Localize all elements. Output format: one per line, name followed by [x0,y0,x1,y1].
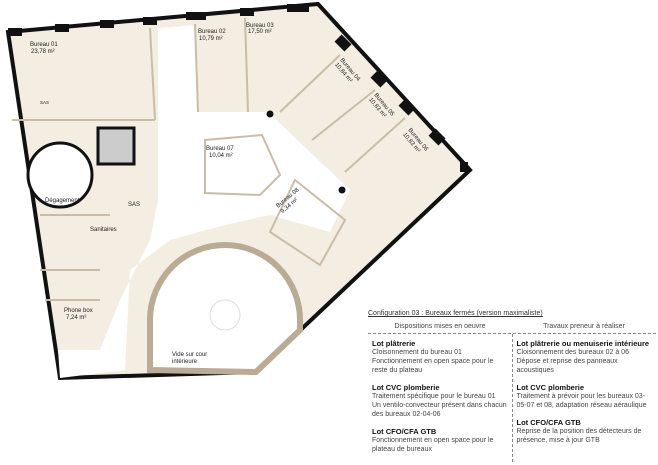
lot-line: Traitement spécifique pour le bureau 01 [372,393,496,400]
lot-line: Un ventilo-convecteur présent dans chacu… [372,402,507,418]
lot-line: Dépose et reprise des panneaux acoustiqu… [516,358,618,374]
lot-title: Lot CFO/CFA GTB [516,418,581,427]
courtyard-label: intérieure [172,359,198,365]
room-area: 23,78 m² [31,49,55,55]
column [266,110,274,118]
header-left: Dispositions mises en oeuvre [394,323,486,330]
room-name: Phone box [64,308,93,314]
lot-title: Lot CVC plomberie [516,383,585,392]
room-name: Bureau 07 [206,146,234,152]
room-area: 7,24 m² [66,315,86,321]
room-area: 10,79 m² [199,36,223,42]
column [338,186,346,194]
room-name: Bureau 02 [198,29,226,35]
lot-title: Lot plâtrerie [372,339,416,348]
elevator [96,126,136,166]
room-name: Bureau 01 [30,42,58,48]
sas-label: SAS [128,202,140,208]
table-header: Dispositions mises en oeuvre Travaux pre… [368,320,656,334]
courtyard-label: Vide sur cour [172,352,207,358]
header-right: Travaux preneur à réaliser [543,323,625,330]
lot-line: Reprise de la position des détecteurs de… [516,428,642,444]
courtyard-center [209,299,241,331]
lot-line: Cloisonnement des bureaux 02 à 06 [516,349,629,356]
partitions [12,17,406,301]
table-caption: Configuration 03 : Bureaux fermés (versi… [368,310,543,317]
sanitaires-label: Sanitaires [90,227,117,233]
sas-label: SAS [40,100,49,105]
lot-line: Traitement à prévoir pour les bureaux 03… [516,393,647,409]
corridor [58,25,350,378]
room-area: 17,50 m² [248,29,272,35]
lot-line: Fonctionnement en open space pour le res… [372,358,494,374]
room-area: 10,04 m² [209,153,233,159]
degagement-label: Dégagement [45,198,80,204]
lot-line: Cloisonnement du bureau 01 [372,349,462,356]
facade-pillars [8,4,468,172]
works-table: Configuration 03 : Bureaux fermés (versi… [368,310,656,462]
room-name: Bureau 03 [246,23,274,29]
lot-title: Lot CFO/CFA GTB [372,427,437,436]
lot-line: Fonctionnement en open space pour le pla… [372,437,494,453]
staircase [26,141,94,209]
lot-title: Lot plâtrerie ou menuiserie intérieure [516,339,650,348]
lot-title: Lot CVC plomberie [372,383,440,392]
